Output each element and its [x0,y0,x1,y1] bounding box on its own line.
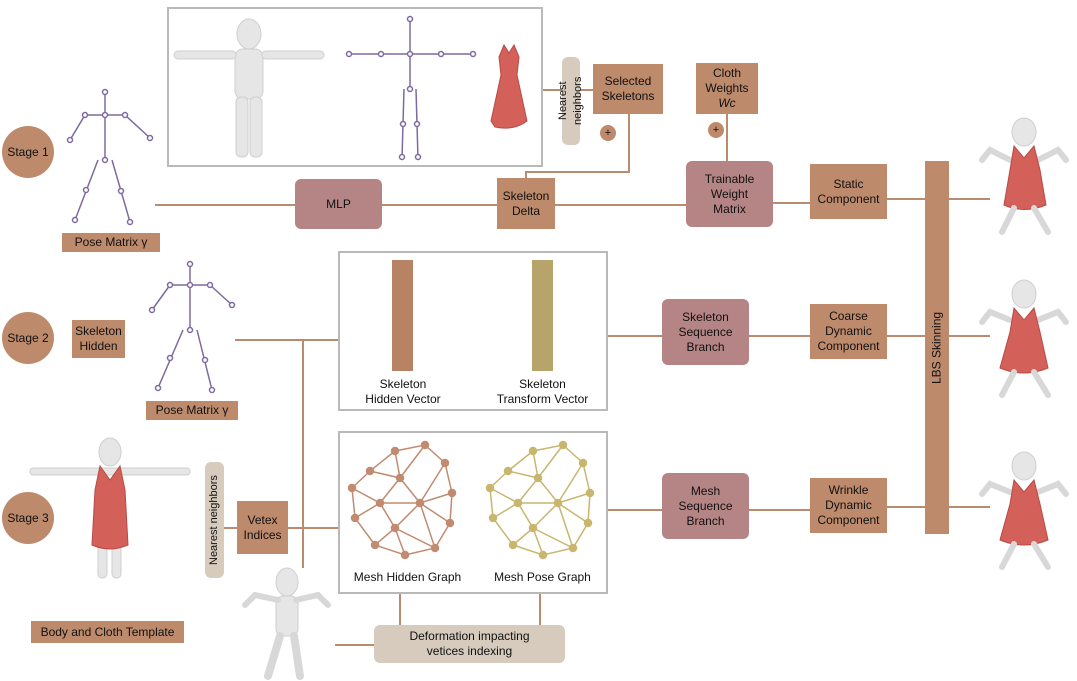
deformation-indexing-text: Deformation impacting vetices indexing [409,629,530,658]
stage-2-badge: Stage 2 [2,312,54,364]
plus-sign-2-text: + [712,123,720,136]
mesh-hidden-graph-caption: Mesh Hidden Graph [353,570,462,584]
plus-sign-2: + [708,122,724,138]
stage1-pose-matrix-label: Pose Matrix γ [62,233,160,252]
skeleton-vectors-panel: Skeleton Hidden Vector Skeleton Transfor… [338,251,608,411]
skeleton-hidden-vector-caption: Skeleton Hidden Vector [365,377,441,406]
cloth-weights-box: Cloth Weights Wc [696,63,758,114]
skeleton-transform-vector-bar [532,260,553,371]
static-component-text: Static Component [817,176,880,206]
trainable-weight-matrix-text: Trainable Weight Matrix [704,171,755,216]
mlp-text: MLP [326,196,351,211]
stage-1-label: Stage 1 [7,145,49,159]
body-cloth-template-text: Body and Cloth Template [40,624,175,639]
mesh-sequence-branch-text: Mesh Sequence Branch [678,483,733,528]
selected-skeletons-text: Selected Skeletons [601,74,655,103]
stage1-pose-matrix-text: Pose Matrix γ [74,235,148,249]
mesh-pose-graph [485,440,595,560]
skeleton-delta-text: Skeleton Delta [502,188,550,218]
mesh-pose-graph-caption: Mesh Pose Graph [494,570,591,584]
vertex-indices-text: Vetex Indices [243,512,282,542]
mesh-hidden-graph [347,440,457,560]
stage2-pose-matrix-text: Pose Matrix γ [155,403,229,417]
skeleton-delta-box: Skeleton Delta [497,178,555,229]
selected-skeletons-box: Selected Skeletons [593,64,663,114]
skeleton-sequence-branch-box: Skeleton Sequence Branch [662,299,749,365]
trainable-weight-matrix-box: Trainable Weight Matrix [686,161,773,227]
plus-sign-1-text: + [604,126,612,139]
body-cloth-template-label: Body and Cloth Template [31,621,184,643]
wrinkle-dynamic-component-box: Wrinkle Dynamic Component [810,478,887,533]
stage-3-badge: Stage 3 [2,492,54,544]
template-reference-panel [167,7,543,167]
vertex-indices-box: Vetex Indices [237,501,288,554]
coarse-dynamic-component-box: Coarse Dynamic Component [810,304,887,359]
coarse-dynamic-component-text: Coarse Dynamic Component [817,309,880,353]
mlp-box: MLP [295,179,382,229]
stage-2-label: Stage 2 [7,331,49,345]
t-pose-skeleton-figure [345,15,477,161]
deformation-indexing-box: Deformation impacting vetices indexing [374,625,565,663]
stage-1-badge: Stage 1 [2,126,54,178]
skeleton-hidden-box: Skeleton Hidden [72,320,125,358]
mesh-sequence-branch-box: Mesh Sequence Branch [662,473,749,539]
static-component-box: Static Component [810,164,887,219]
skeleton-hidden-text: Skeleton Hidden [75,324,122,353]
skeleton-transform-vector-caption: Skeleton Transform Vector [496,377,589,406]
skeleton-hidden-vector-bar [392,260,413,371]
cloth-weights-text: Cloth Weights [705,66,749,95]
t-pose-body-figure [173,18,325,158]
wrinkle-dynamic-component-text: Wrinkle Dynamic Component [817,483,880,527]
cloth-weights-symbol: Wc [718,96,736,110]
skeleton-sequence-branch-text: Skeleton Sequence Branch [678,309,733,354]
stage-3-label: Stage 3 [7,511,49,525]
plus-sign-1: + [600,125,616,141]
stage2-pose-matrix-label: Pose Matrix γ [146,401,238,420]
dress-figure [490,43,528,129]
mesh-graphs-panel: Mesh Hidden Graph Mesh Pose Graph [338,431,608,594]
